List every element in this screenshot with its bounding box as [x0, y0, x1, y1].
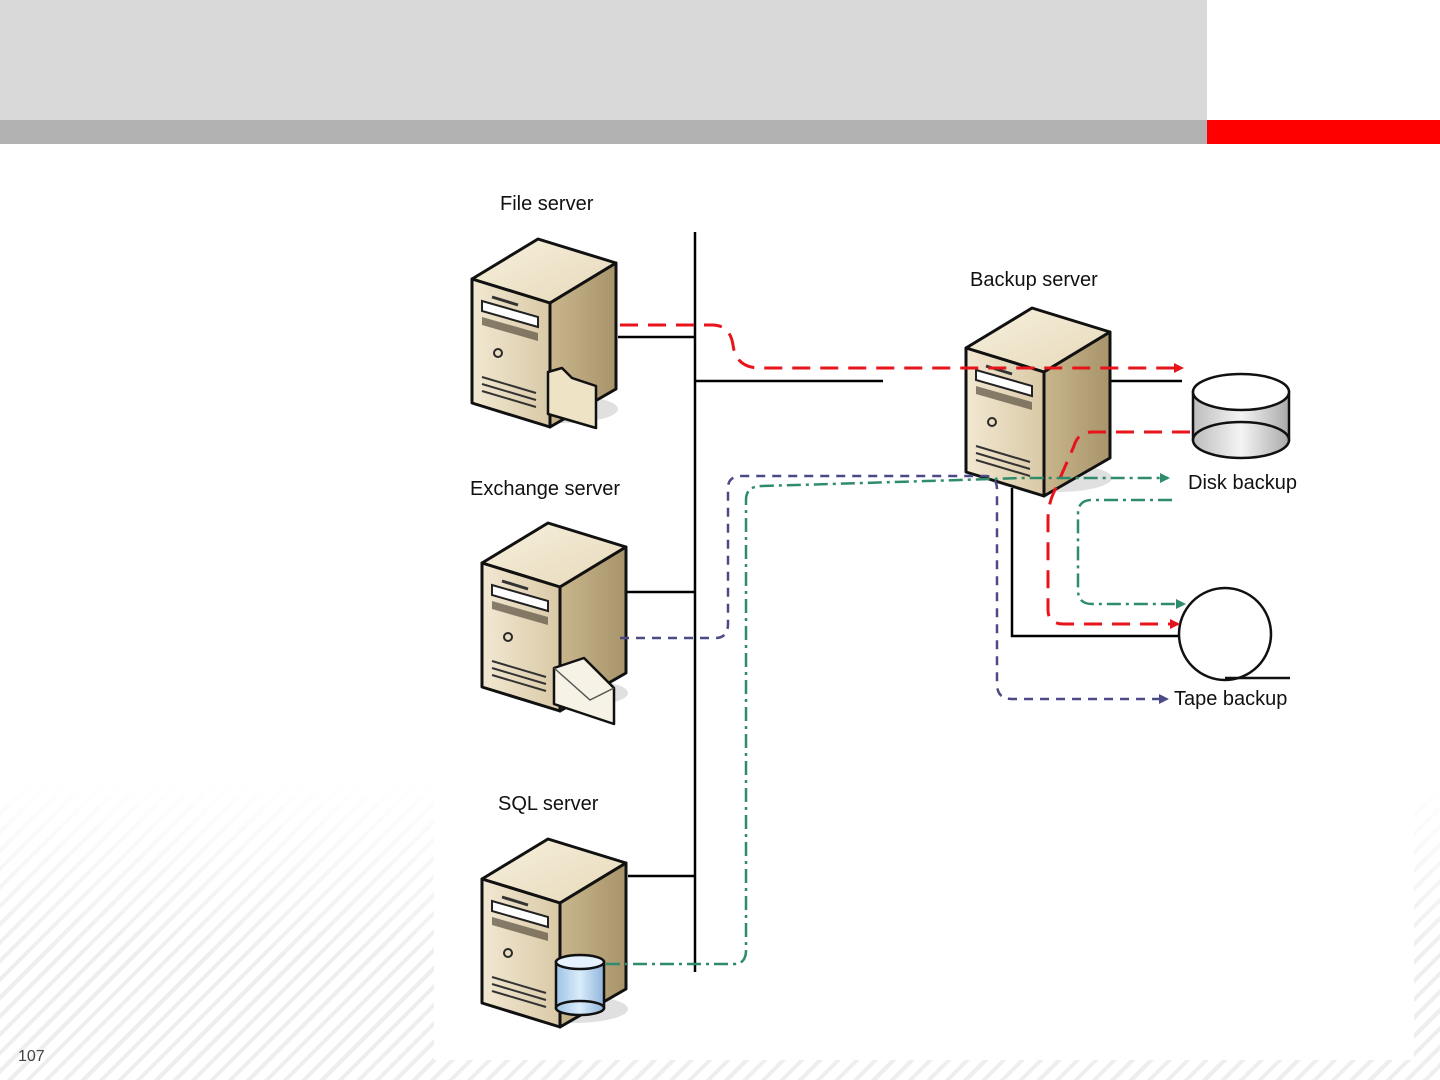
- exchange-server: Exchange server: [470, 478, 628, 726]
- database-icon: [554, 953, 606, 1017]
- tape-icon: [1177, 586, 1290, 682]
- file-server-flow: [620, 323, 1190, 629]
- file-server-label: File server: [500, 193, 594, 215]
- backup-server: Backup server: [964, 269, 1112, 498]
- tape-backup-label: Tape backup: [1174, 688, 1287, 710]
- exchange-server-flow: [620, 474, 1169, 704]
- header-accent: [1207, 120, 1440, 144]
- sql-server: SQL server: [480, 793, 628, 1029]
- disk-icon: [1191, 372, 1291, 460]
- file-server: File server: [470, 193, 618, 430]
- disk-backup-label: Disk backup: [1188, 472, 1297, 494]
- server-icon: [964, 306, 1112, 498]
- header-band: [0, 0, 1207, 120]
- slide-number: 107: [18, 1048, 45, 1065]
- disk-backup: Disk backup: [1188, 372, 1297, 494]
- backup-server-label: Backup server: [970, 269, 1098, 291]
- exchange-server-label: Exchange server: [470, 478, 620, 500]
- tape-backup: Tape backup: [1174, 586, 1290, 710]
- folder-icon: [546, 366, 598, 430]
- header-strip: [0, 120, 1207, 144]
- sql-server-flow: [606, 473, 1186, 966]
- envelope-icon: [552, 656, 616, 726]
- sql-server-label: SQL server: [498, 793, 599, 815]
